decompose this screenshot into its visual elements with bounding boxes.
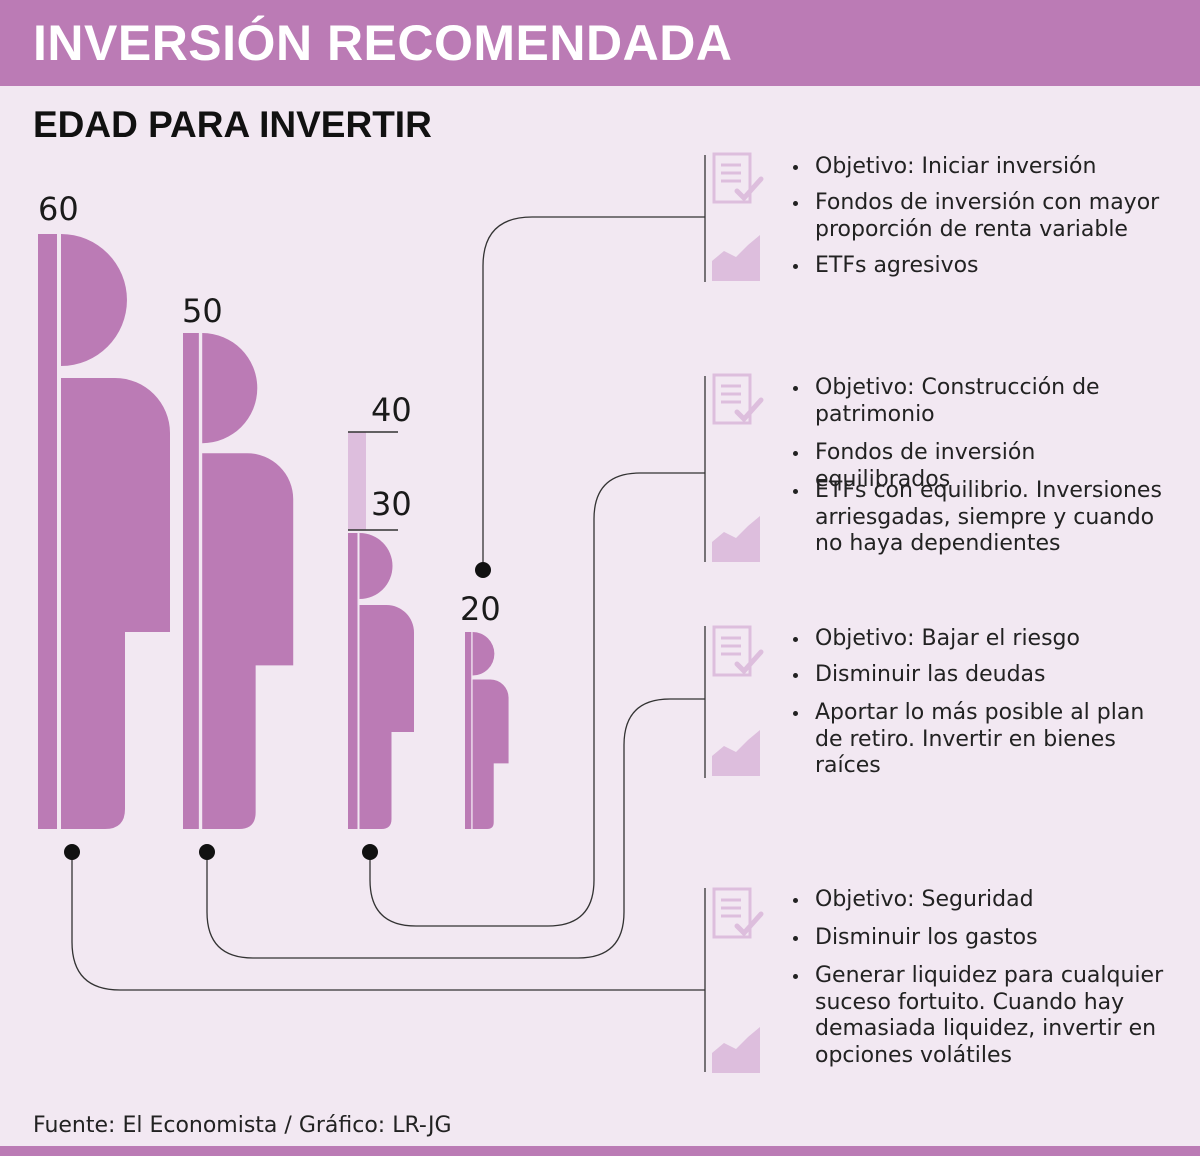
figure-body xyxy=(472,679,509,829)
clipboard-outline xyxy=(712,887,752,939)
check-mark xyxy=(734,176,764,202)
clipboard-outline xyxy=(712,373,752,425)
connector-line-30-40 xyxy=(369,472,705,927)
checklist-icon xyxy=(712,887,764,939)
figure-head xyxy=(359,533,393,599)
panel-item: Objetivo: Construcción de patrimonio xyxy=(775,374,1175,436)
source-credit: Fuente: El Economista / Gráfico: LR-JG xyxy=(33,1113,452,1138)
chart-area xyxy=(712,235,760,281)
age-label-20: 20 xyxy=(460,590,501,628)
chart-area xyxy=(712,730,760,776)
chart-area xyxy=(712,516,760,562)
checklist-icon xyxy=(712,625,764,677)
checklist-icon xyxy=(712,373,764,425)
bullet-dot xyxy=(793,386,798,391)
footer-bar xyxy=(0,1146,1200,1156)
figure-head xyxy=(61,234,127,366)
panel-item: Objetivo: Iniciar inversión xyxy=(775,153,1175,187)
age-label-30: 30 xyxy=(371,485,412,523)
check-mark xyxy=(734,649,764,675)
bullet-dot xyxy=(793,974,798,979)
bullet-dot xyxy=(793,711,798,716)
checklist-icon xyxy=(712,152,764,204)
figure-body xyxy=(202,453,294,829)
person-figure-60 xyxy=(38,234,170,829)
check-mark xyxy=(734,911,764,937)
bullet-dot xyxy=(793,201,798,206)
growth-chart-icon xyxy=(712,730,760,776)
age-label-60: 60 xyxy=(38,190,79,228)
section-subtitle: EDAD PARA INVERTIR xyxy=(33,104,432,145)
bullet-dot xyxy=(793,489,798,494)
panel-item: Objetivo: Seguridad xyxy=(775,886,1175,921)
growth-chart-icon xyxy=(712,1027,760,1073)
person-figure-20 xyxy=(465,632,509,829)
growth-chart-icon xyxy=(712,516,760,562)
person-figure-30 xyxy=(348,533,414,829)
figure-head xyxy=(202,333,258,444)
connector-dot-60 xyxy=(64,844,80,860)
header-bar: INVERSIÓN RECOMENDADA xyxy=(0,0,1200,86)
connector-line-20 xyxy=(482,216,705,570)
panel-item: Objetivo: Bajar el riesgo xyxy=(775,625,1175,659)
connector-dot-50 xyxy=(199,844,215,860)
panel-item: Disminuir los gastos xyxy=(775,924,1175,958)
clipboard-outline xyxy=(712,152,752,204)
bullet-dot xyxy=(793,165,798,170)
bullet-dot xyxy=(793,451,798,456)
figure-body xyxy=(61,378,170,829)
bullet-dot xyxy=(793,637,798,642)
panel-item: Aportar lo más posible al plan de retiro… xyxy=(775,699,1175,778)
connector-line-50 xyxy=(206,698,705,959)
clipboard-outline xyxy=(712,625,752,677)
figure-bar xyxy=(465,632,472,829)
panel-item: Fondos de inversión equilibrados xyxy=(775,439,1175,492)
connector-lines xyxy=(64,155,706,1072)
bullet-dot xyxy=(793,898,798,903)
connector-line-60 xyxy=(71,852,705,991)
person-figure-50 xyxy=(183,333,294,829)
bullet-dot xyxy=(793,673,798,678)
connector-dot-20 xyxy=(475,562,491,578)
panel-item: ETFs con equilibrio. Inversiones arriesg… xyxy=(775,477,1175,562)
age-label-50: 50 xyxy=(182,292,223,330)
panel-item: ETFs agresivos xyxy=(775,252,1175,280)
check-mark xyxy=(734,397,764,423)
figure-body xyxy=(359,605,414,829)
figure-bar xyxy=(348,533,358,829)
chart-area xyxy=(712,1027,760,1073)
age-label-40: 40 xyxy=(371,391,412,429)
person-figures xyxy=(38,234,509,829)
page-title: INVERSIÓN RECOMENDADA xyxy=(33,15,733,71)
bullet-dot xyxy=(793,936,798,941)
connector-dot-40 xyxy=(362,844,378,860)
figure-bar xyxy=(38,234,57,829)
panel-icons xyxy=(712,152,764,1073)
age-extension-bar xyxy=(348,432,366,530)
figure-bar xyxy=(183,333,199,829)
panel-item: Fondos de inversión con mayor proporción… xyxy=(775,189,1175,247)
growth-chart-icon xyxy=(712,235,760,281)
bullet-dot xyxy=(793,264,798,269)
figure-head xyxy=(472,632,495,676)
panel-item: Disminuir las deudas xyxy=(775,661,1175,695)
panel-item: Generar liquidez para cualquier suceso f… xyxy=(775,962,1175,1072)
